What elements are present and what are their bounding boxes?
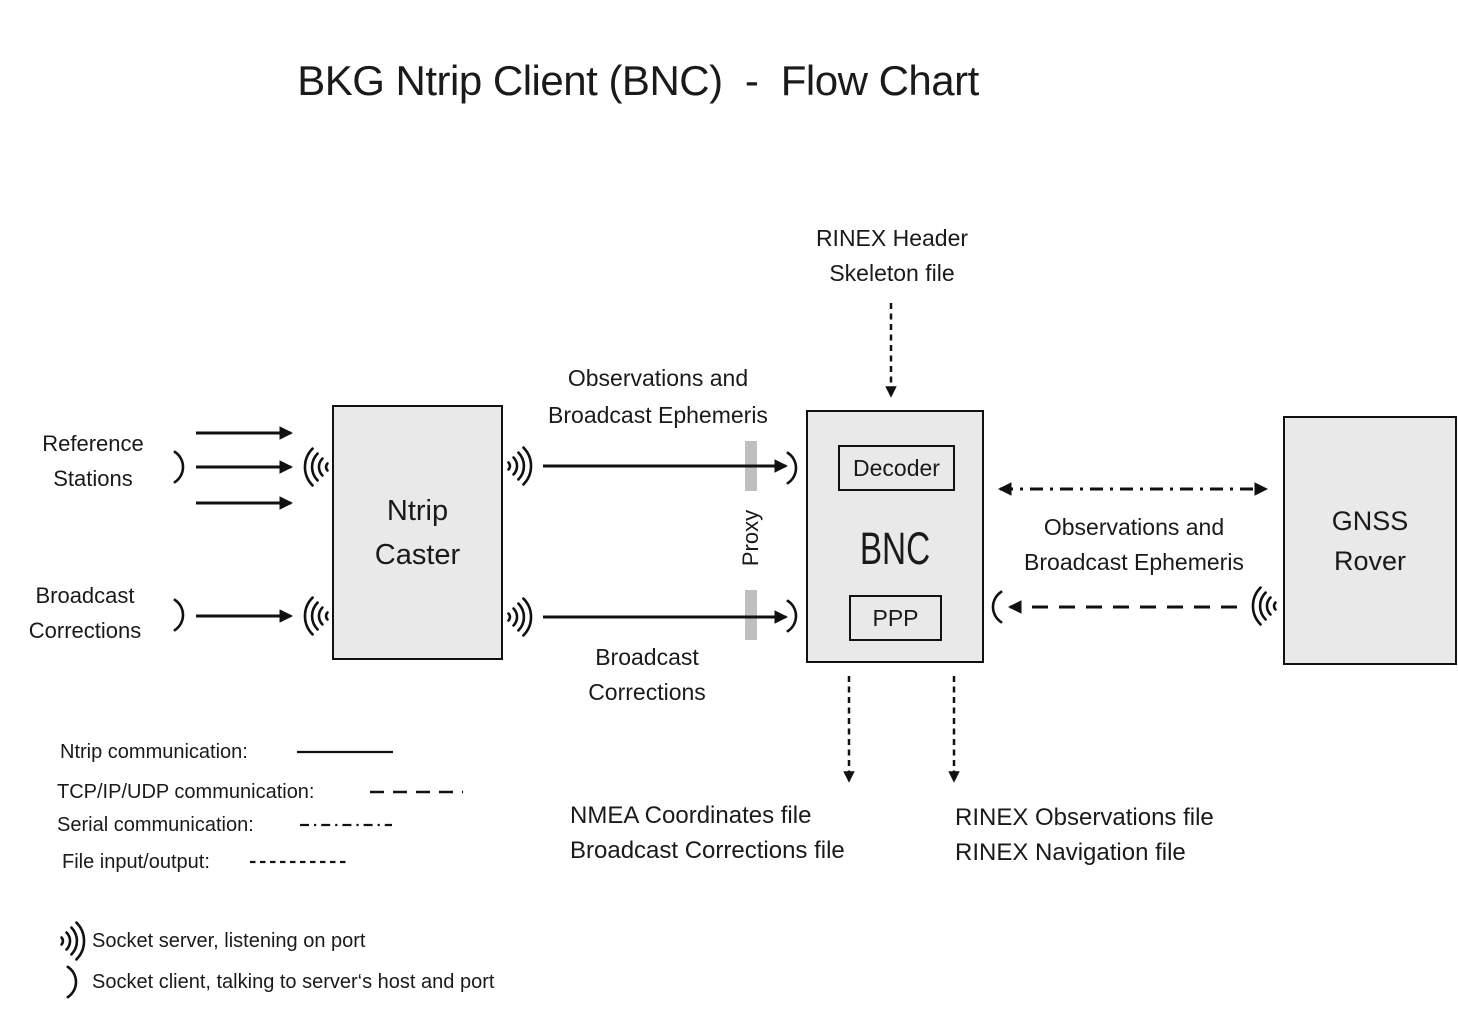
- node-ntrip-caster: Ntrip Caster: [332, 405, 503, 660]
- label-observations-ephemeris-top: Observations and Broadcast Ephemeris: [548, 365, 768, 428]
- node-gnss-rover: GNSS Rover: [1283, 416, 1457, 665]
- legend-socket-server: Socket server, listening on port: [92, 930, 366, 952]
- label-reference-stations: Reference Stations: [42, 431, 144, 491]
- label-rinex-header-skeleton: RINEX Header Skeleton file: [815, 225, 969, 286]
- label-nmea-output-files: NMEA Coordinates file Broadcast Correcti…: [570, 802, 845, 864]
- label-broadcast-corrections-mid: Broadcast Corrections: [588, 644, 706, 705]
- bnc-output-arrows: [843, 676, 960, 783]
- caster-to-bnc-arrows: [543, 459, 789, 624]
- legend-socket-client: Socket client, talking to server‘s host …: [92, 971, 495, 993]
- label-rinex-output-files: RINEX Observations file RINEX Navigation…: [955, 804, 1214, 866]
- legend-file-input-output: File input/output:: [62, 851, 210, 873]
- reference-stations-arrows: [196, 426, 294, 510]
- bnc-label: BNC: [859, 523, 931, 574]
- node-bnc: Decoder BNC PPP: [806, 410, 984, 663]
- label-observations-ephemeris-right: Observations and Broadcast Ephemeris: [1024, 514, 1244, 575]
- page-title: BKG Ntrip Client (BNC) - Flow Chart: [297, 57, 979, 104]
- legend-tcp-ip-udp-communication: TCP/IP/UDP communication:: [57, 781, 315, 803]
- legend-line-samples: [250, 750, 463, 864]
- node-bnc-ppp: PPP: [849, 595, 942, 641]
- legend-serial-communication: Serial communication:: [57, 814, 254, 836]
- legend-ntrip-communication: Ntrip communication:: [60, 741, 248, 763]
- label-proxy: Proxy: [738, 509, 763, 567]
- label-broadcast-corrections-left: Broadcast Corrections: [28, 583, 142, 643]
- node-bnc-decoder: Decoder: [838, 445, 955, 491]
